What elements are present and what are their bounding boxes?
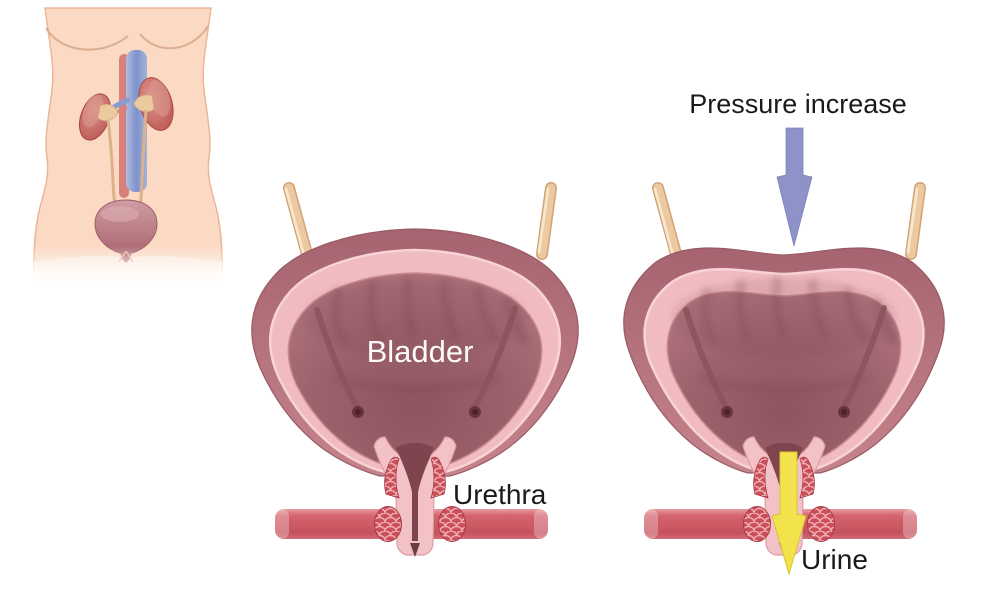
breast-line-left bbox=[45, 27, 129, 51]
urine-label: Urine bbox=[801, 544, 868, 575]
torso-fadeout bbox=[24, 246, 230, 298]
pressure-increase-label: Pressure increase bbox=[689, 89, 907, 119]
pressure-arrow-icon bbox=[776, 127, 813, 247]
renal-pelvis-right bbox=[133, 94, 155, 113]
urine-arrow-icon bbox=[771, 451, 807, 576]
bladder-pressure-panel: Pressure increase Urine bbox=[623, 89, 945, 576]
breast-line-right bbox=[139, 25, 209, 50]
bladder-label: Bladder bbox=[367, 334, 474, 369]
renal-pelvis-left bbox=[97, 104, 119, 122]
bladder-normal-panel: Bladder Urethra bbox=[251, 188, 579, 558]
urethra-label: Urethra bbox=[453, 479, 547, 510]
torso-overview bbox=[24, 7, 230, 298]
